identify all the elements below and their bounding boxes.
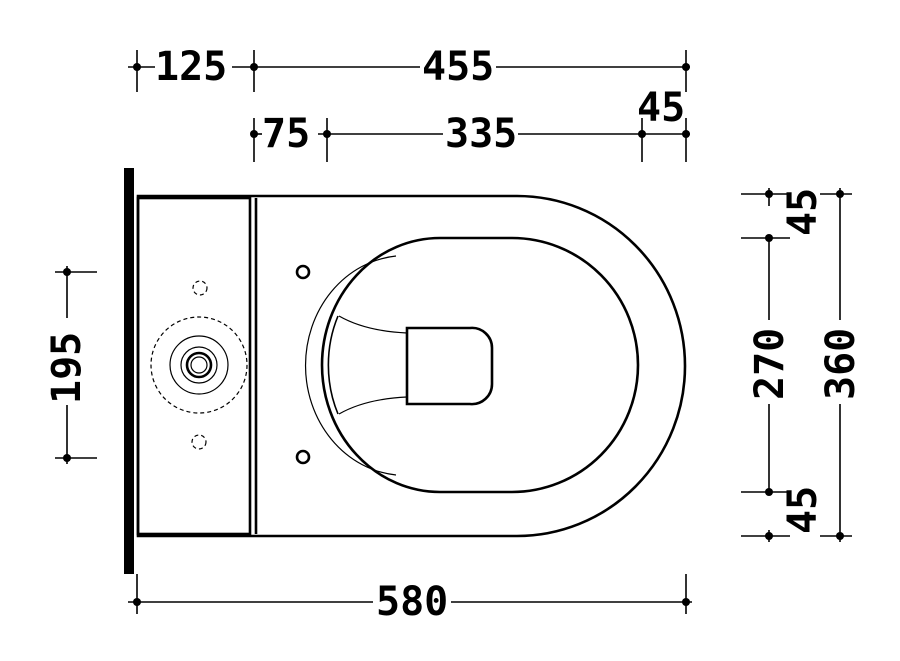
bowl-rim bbox=[320, 236, 640, 494]
dim-label-360: 360 bbox=[818, 328, 864, 400]
bowl-inner-curve bbox=[304, 255, 397, 476]
flush-button-icon bbox=[150, 316, 248, 414]
cistern-block bbox=[136, 196, 252, 536]
dim-label-335: 335 bbox=[445, 111, 517, 157]
cistern-hole-top bbox=[192, 280, 208, 296]
dimension-line-right-outer bbox=[820, 188, 852, 542]
wall-plate bbox=[124, 168, 134, 574]
dimension-line-top-secondary bbox=[250, 118, 690, 162]
dim-label-45-top: 45 bbox=[637, 85, 685, 131]
cistern-hole-bottom bbox=[191, 434, 207, 450]
seat-fixing-hole-top bbox=[295, 264, 311, 280]
dim-label-580: 580 bbox=[376, 579, 448, 625]
dimension-line-bottom bbox=[128, 574, 692, 614]
dim-label-75: 75 bbox=[262, 111, 310, 157]
dim-label-45-right-top: 45 bbox=[780, 188, 826, 236]
bowl-inner-slope bbox=[338, 315, 408, 415]
dim-label-125: 125 bbox=[155, 44, 227, 90]
waste-outlet bbox=[405, 326, 494, 406]
dim-label-195: 195 bbox=[44, 332, 90, 404]
dimension-line-top-main bbox=[128, 50, 690, 92]
seat-fixing-hole-bottom bbox=[295, 449, 311, 465]
dim-label-270: 270 bbox=[747, 328, 793, 400]
dimension-line-left bbox=[55, 266, 97, 464]
dimension-line-right-inner bbox=[741, 188, 790, 542]
dim-label-455: 455 bbox=[422, 44, 494, 90]
toilet-body-outline bbox=[136, 194, 687, 538]
bowl-inner bbox=[327, 315, 339, 415]
dim-label-45-right-bottom: 45 bbox=[780, 486, 826, 534]
